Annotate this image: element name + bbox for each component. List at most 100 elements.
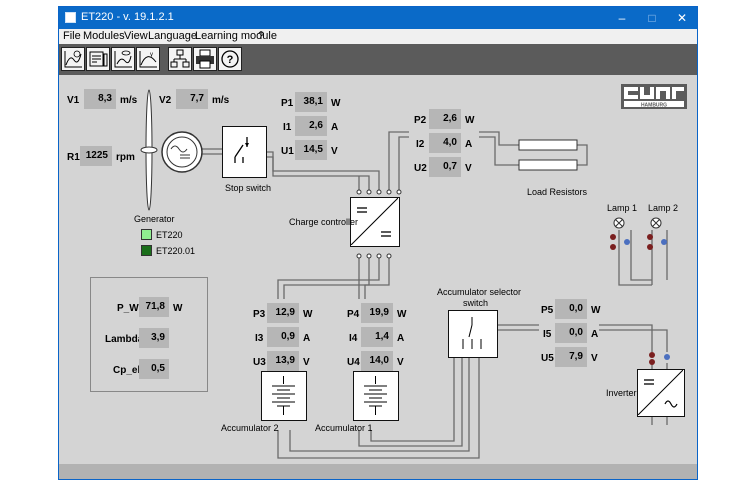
i1-unit: A xyxy=(331,122,339,133)
inverter-connector-icon xyxy=(649,352,670,365)
inverter-caption: Inverter xyxy=(606,388,637,398)
title-bar: ET220 - v. 19.1.2.1 – □ ✕ xyxy=(59,7,697,29)
u2-label: U2 xyxy=(414,163,427,174)
accumulator-2-caption: Accumulator 2 xyxy=(221,423,279,433)
pw-value: 71,8 xyxy=(139,297,169,317)
i3-value: 0,9 xyxy=(267,327,299,347)
u4-label: U4 xyxy=(347,357,360,368)
accumulator-2[interactable] xyxy=(261,371,307,421)
accumulator-selector-switch[interactable] xyxy=(448,310,498,358)
inverter[interactable] xyxy=(637,369,685,417)
u1-unit: V xyxy=(331,146,338,157)
i2-value: 4,0 xyxy=(429,133,461,153)
et22001-legend-swatch xyxy=(141,245,152,256)
menu-modules[interactable]: Modules xyxy=(83,30,125,42)
pw-unit: W xyxy=(173,303,183,314)
cpel-label: Cp_el xyxy=(113,365,141,376)
u5-value: 7,9 xyxy=(555,347,587,367)
time-chart-icon[interactable] xyxy=(61,47,85,71)
scope-icon[interactable] xyxy=(111,47,135,71)
u4-unit: V xyxy=(397,357,404,368)
toolbar: y ? HAMBURG xyxy=(59,44,697,109)
u5-label: U5 xyxy=(541,353,554,364)
v1-unit: m/s xyxy=(120,95,138,106)
i5-unit: A xyxy=(591,329,599,340)
printer-icon[interactable] xyxy=(193,47,217,71)
meter-icon[interactable] xyxy=(86,47,110,71)
generator-icon xyxy=(161,131,203,173)
u5-unit: V xyxy=(591,353,598,364)
r1-label: R1 xyxy=(67,152,80,163)
stop-switch-caption: Stop switch xyxy=(225,183,272,193)
i1-value: 2,6 xyxy=(295,116,327,136)
i5-label: I5 xyxy=(543,329,552,340)
i4-value: 1,4 xyxy=(361,327,393,347)
svg-text:?: ? xyxy=(227,54,234,66)
lambda-value: 3,9 xyxy=(139,328,169,348)
u3-unit: V xyxy=(303,357,310,368)
menu-help[interactable]: ? xyxy=(258,30,265,42)
i3-unit: A xyxy=(303,333,311,344)
p4-label: P4 xyxy=(347,309,360,320)
lamp-2-icon xyxy=(647,217,667,250)
u4-value: 14,0 xyxy=(361,351,393,371)
status-bar xyxy=(59,464,697,479)
p4-value: 19,9 xyxy=(361,303,393,323)
v1-value: 8,3 xyxy=(84,89,116,109)
menu-file[interactable]: File xyxy=(63,30,81,42)
p5-label: P5 xyxy=(541,305,554,316)
i4-unit: A xyxy=(397,333,405,344)
app-icon xyxy=(65,12,76,23)
p4-unit: W xyxy=(397,309,407,320)
i4-label: I4 xyxy=(349,333,358,344)
u2-value: 0,7 xyxy=(429,157,461,177)
help-icon[interactable]: ? xyxy=(218,47,242,71)
u1-value: 14,5 xyxy=(295,140,327,160)
stop-switch[interactable] xyxy=(222,126,267,178)
menu-learning-module[interactable]: Learning module xyxy=(195,30,277,42)
menu-language[interactable]: Language xyxy=(148,30,197,42)
close-button[interactable]: ✕ xyxy=(676,11,688,25)
p2-value: 2,6 xyxy=(429,109,461,129)
window-title: ET220 - v. 19.1.2.1 xyxy=(81,11,174,23)
et220-legend-label: ET220 xyxy=(156,230,183,240)
menu-view[interactable]: View xyxy=(124,30,148,42)
u3-label: U3 xyxy=(253,357,266,368)
lamp-1-caption: Lamp 1 xyxy=(607,203,638,213)
et220-legend-swatch xyxy=(141,229,152,240)
charge-controller[interactable] xyxy=(350,197,400,247)
p3-value: 12,9 xyxy=(267,303,299,323)
i2-unit: A xyxy=(465,139,473,150)
i5-value: 0,0 xyxy=(555,323,587,343)
summary-panel xyxy=(90,277,208,392)
v1-label: V1 xyxy=(67,95,80,106)
cpel-value: 0,5 xyxy=(139,359,169,379)
p1-unit: W xyxy=(331,98,341,109)
menu-bar: File Modules View Language Learning modu… xyxy=(59,29,697,44)
svg-text:y: y xyxy=(150,52,153,58)
i2-label: I2 xyxy=(416,139,425,150)
p2-unit: W xyxy=(465,115,475,126)
accumulator-1-caption: Accumulator 1 xyxy=(315,423,373,433)
p5-value: 0,0 xyxy=(555,299,587,319)
selector-caption-line1: Accumulator selector xyxy=(437,287,522,297)
u1-label: U1 xyxy=(281,146,294,157)
p3-unit: W xyxy=(303,309,313,320)
accumulator-1[interactable] xyxy=(353,371,399,421)
v2-unit: m/s xyxy=(212,95,230,106)
r1-value: 1225 xyxy=(80,146,112,166)
lamp-2-caption: Lamp 2 xyxy=(648,203,679,213)
p2-label: P2 xyxy=(414,115,427,126)
load-resistors-caption: Load Resistors xyxy=(527,187,588,197)
v2-label: V2 xyxy=(159,95,172,106)
curve-chart-icon[interactable]: y xyxy=(136,47,160,71)
p5-unit: W xyxy=(591,305,601,316)
i1-label: I1 xyxy=(283,122,292,133)
et22001-legend-label: ET220.01 xyxy=(156,246,196,256)
generator-caption: Generator xyxy=(134,214,175,224)
minimize-button[interactable]: – xyxy=(618,11,626,25)
maximize-button[interactable]: □ xyxy=(648,11,656,25)
network-icon[interactable] xyxy=(168,47,192,71)
v2-value: 7,7 xyxy=(176,89,208,109)
gunt-logo: HAMBURG xyxy=(621,84,687,109)
